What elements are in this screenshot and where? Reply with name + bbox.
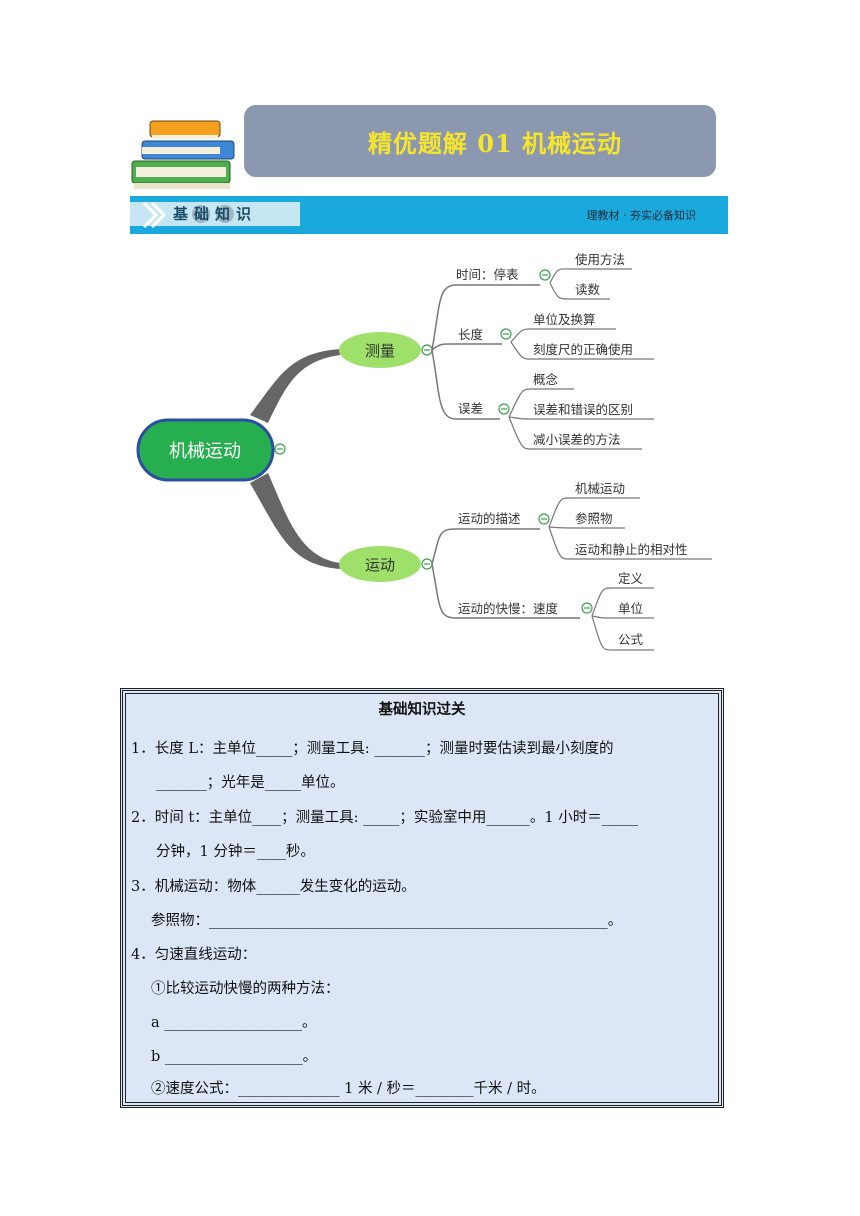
leaf-label: 运动和静止的相对性 — [575, 542, 688, 557]
branch-label: 运动 — [365, 556, 395, 574]
quiz-line: 参照物：____________________________________… — [151, 913, 623, 929]
mindmap-branch-motion: 运动 — [339, 546, 421, 582]
header-banner: 精优题解 01 机械运动 — [244, 105, 716, 177]
quiz-line: 1．长度 L：主单位_____；测量工具: _______；测量时要估读到最小刻… — [131, 741, 614, 757]
section-subtitle: 理教材 · 夯实必备知识 — [586, 209, 697, 222]
leaf-label: 公式 — [618, 632, 644, 647]
mindmap: 机械运动 测量 时间：停表 长度 误差 使用方法 读数 单位及换算 刻度尺的正确… — [136, 252, 712, 651]
books-icon — [131, 120, 235, 189]
section-title: 基础知识 — [173, 205, 258, 223]
section-bar: 基础知识 理教材 · 夯实必备知识 — [130, 196, 728, 234]
mindmap-branch-measure: 测量 — [339, 332, 421, 368]
leaf-label: 读数 — [575, 282, 601, 297]
node-label: 运动的描述 — [458, 511, 521, 526]
node-label: 长度 — [458, 327, 484, 342]
branch-label: 测量 — [365, 342, 395, 360]
books-illustration — [131, 120, 235, 189]
quiz-line: ②速度公式：______________ 1 米 / 秒＝________千米 … — [151, 1081, 546, 1097]
section-circle — [192, 205, 210, 223]
quiz-box: 基础知识过关 1．长度 L：主单位_____；测量工具: _______；测量时… — [120, 688, 724, 1108]
page-title: 精优题解 01 机械运动 — [367, 128, 623, 158]
leaf-label: 误差和错误的区别 — [533, 402, 633, 417]
node-label: 时间：停表 — [456, 267, 519, 282]
leaf-label: 单位及换算 — [533, 312, 596, 327]
leaf-label: 减小误差的方法 — [533, 432, 621, 447]
mindmap-root-label: 机械运动 — [169, 441, 241, 462]
quiz-title: 基础知识过关 — [378, 701, 466, 718]
quiz-line: 3．机械运动：物体______发生变化的运动。 — [131, 879, 416, 895]
quiz-box-inner — [125, 693, 719, 1103]
leaf-label: 机械运动 — [575, 481, 625, 496]
leaf-label: 参照物 — [575, 511, 613, 526]
leaf-label: 刻度尺的正确使用 — [533, 342, 633, 357]
leaf-label: 概念 — [533, 372, 559, 387]
quiz-line: _______；光年是_____单位。 — [156, 775, 345, 791]
leaf-label: 单位 — [618, 601, 643, 616]
chevron-right-icon — [142, 201, 167, 229]
quiz-line: b ___________________。 — [151, 1049, 318, 1065]
quiz-line: 2．时间 t：主单位____；测量工具: _____；实验室中用______。1… — [131, 810, 638, 826]
quiz-line: ①比较运动快慢的两种方法： — [151, 981, 340, 997]
quiz-line: a ___________________。 — [151, 1015, 317, 1031]
node-label: 误差 — [458, 401, 483, 416]
node-label: 运动的快慢：速度 — [458, 601, 559, 616]
mindmap-root: 机械运动 — [136, 418, 275, 482]
leaf-label: 定义 — [618, 571, 644, 586]
quiz-line: 4．匀速直线运动： — [131, 947, 257, 963]
quiz-line: 分钟，1 分钟＝____秒。 — [156, 844, 315, 860]
leaf-label: 使用方法 — [575, 252, 625, 267]
section-circle — [216, 205, 234, 223]
